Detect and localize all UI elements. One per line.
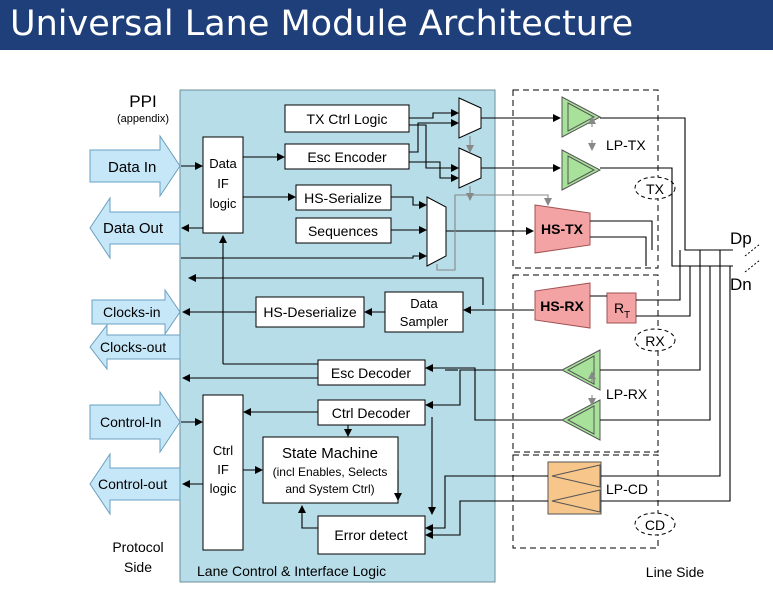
data-in-arrow[interactable] [89, 134, 181, 198]
hs-rx-label: HS-RX [540, 298, 584, 314]
hs-tx-block[interactable] [534, 204, 591, 254]
state-machine-label-3: and System Ctrl) [285, 482, 374, 496]
rt-sub-label: T [624, 310, 630, 321]
dp-pin-mark [744, 243, 761, 257]
data-out-arrow[interactable] [89, 196, 181, 260]
error-detect-block[interactable] [317, 515, 426, 555]
cd-group-label: CD [645, 517, 665, 533]
title-bar: Universal Lane Module Architecture [0, 0, 773, 50]
lp-tx-label: LP-TX [606, 137, 646, 153]
rx-group-label: RX [645, 333, 665, 349]
error-detect-label: Error detect [334, 527, 407, 543]
protocol-side-label-1: Protocol [112, 539, 163, 555]
tx-ctrl-logic-block[interactable] [284, 104, 410, 133]
data-if-label-2: IF [217, 176, 229, 191]
lane-control-label: Lane Control & Interface Logic [197, 563, 386, 579]
state-machine-block[interactable] [262, 436, 399, 504]
data-sampler-label-2: Sampler [400, 314, 449, 329]
hs-deserialize-label: HS-Deserialize [263, 304, 357, 320]
rt-label: R [614, 300, 624, 316]
tx-mux-1 [458, 97, 482, 139]
dn-pin-label: Dn [730, 275, 752, 294]
tx-mux-2 [458, 147, 482, 189]
control-in-label: Control-In [100, 414, 161, 430]
sequences-label: Sequences [308, 223, 378, 239]
dn-pin-mark [744, 259, 761, 273]
hs-serialize-label: HS-Serialize [304, 190, 382, 206]
hs-deserialize-block[interactable] [255, 296, 365, 328]
ctrl-decoder-block[interactable] [317, 399, 426, 426]
esc-decoder-block[interactable] [317, 359, 426, 386]
gray-control-wires [436, 116, 596, 406]
lp-rx-receiver-1-inner [566, 355, 595, 385]
line-side-label: Line Side [646, 564, 705, 580]
tx-ctrl-logic-label: TX Ctrl Logic [307, 111, 388, 127]
signal-wires [181, 109, 733, 539]
sequences-block[interactable] [295, 217, 392, 244]
ctrl-decoder-label: Ctrl Decoder [332, 405, 411, 421]
control-out-arrow[interactable] [89, 452, 181, 516]
ctrl-if-label-1: Ctrl [213, 443, 233, 458]
lp-cd-label: LP-CD [606, 481, 648, 497]
ctrl-if-label-2: IF [217, 462, 229, 477]
hs-serialize-block[interactable] [295, 184, 392, 211]
state-machine-label-1: State Machine [282, 445, 378, 462]
lp-cd-receiver-1 [551, 464, 601, 488]
lp-cd-receiver-2 [551, 489, 601, 513]
data-out-label: Data Out [103, 220, 164, 237]
termination-resistor-block[interactable] [606, 292, 637, 324]
clocks-in-label: Clocks-in [103, 304, 161, 320]
ctrl-if-logic-block[interactable] [202, 394, 244, 551]
control-in-arrow[interactable] [89, 390, 181, 454]
control-out-label: Control-out [98, 476, 167, 492]
ppi-label: PPI [129, 92, 156, 111]
tx-group-label: TX [646, 181, 665, 197]
lp-tx-driver-2 [561, 149, 602, 191]
data-in-label: Data In [108, 159, 156, 176]
lp-rx-receiver-2-inner [566, 405, 595, 435]
ppi-sublabel: (appendix) [117, 113, 169, 125]
data-if-label-1: Data [209, 156, 237, 171]
data-if-logic-block[interactable] [202, 136, 244, 234]
hs-rx-block[interactable] [534, 282, 591, 329]
protocol-side-label-2: Side [124, 559, 152, 575]
hs-mux [426, 196, 447, 267]
lp-tx-driver-1 [561, 96, 602, 138]
esc-encoder-block[interactable] [284, 143, 410, 170]
lp-rx-label: LP-RX [606, 386, 648, 402]
data-if-label-3: logic [210, 196, 237, 211]
ctrl-if-label-3: logic [210, 481, 237, 496]
clocks-out-arrow[interactable] [89, 323, 181, 371]
data-sampler-block[interactable] [384, 291, 464, 333]
tx-group-ellipse [634, 176, 676, 200]
dp-pin-label: Dp [730, 229, 752, 248]
esc-decoder-label: Esc Decoder [331, 365, 411, 381]
lp-tx-driver-1-inner [567, 102, 596, 132]
hs-tx-label: HS-TX [541, 221, 584, 237]
page-title: Universal Lane Module Architecture [10, 4, 634, 44]
lp-tx-driver-2-inner [567, 155, 596, 185]
rx-group-dashed-box [512, 274, 659, 453]
cd-group-ellipse [634, 512, 676, 536]
clocks-out-label: Clocks-out [100, 339, 166, 355]
state-machine-label-2: (incl Enables, Selects [273, 465, 388, 479]
rx-group-ellipse [634, 328, 676, 352]
lane-module-diagram: PPI (appendix) Data In Data Out Clocks-i… [89, 89, 761, 583]
clocks-in-arrow[interactable] [91, 288, 181, 336]
esc-encoder-label: Esc Encoder [307, 149, 387, 165]
data-sampler-label-1: Data [410, 296, 438, 311]
